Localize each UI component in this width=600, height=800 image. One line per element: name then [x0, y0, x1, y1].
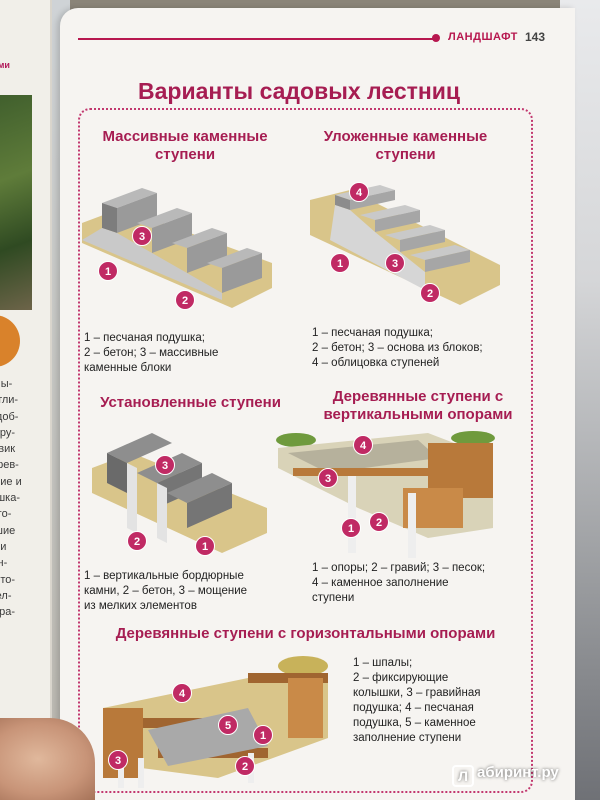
dotted-frame: [78, 108, 533, 793]
badge-2: 2: [175, 290, 195, 310]
badge-2: 2: [369, 512, 389, 532]
badge-4: 4: [172, 683, 192, 703]
page-number: 143: [525, 30, 546, 44]
badge-5: 5: [218, 715, 238, 735]
left-page: е адами замы- и отли- ь удоб- соору- гра…: [0, 0, 52, 800]
badge-1: 1: [195, 536, 215, 556]
garden-photo: [0, 95, 32, 310]
page-title: Варианты садовых лестниц: [138, 78, 461, 104]
illustration-horizontal-supports: [103, 656, 328, 788]
badge-1: 1: [341, 518, 361, 538]
thumb: [0, 718, 95, 800]
section-name: ЛАНДШАФТ: [448, 31, 518, 43]
section-title-installed: Установленные ступени: [100, 394, 281, 411]
book-page: ЛАНДШАФТ 143 Варианты садовых лестниц Ма…: [60, 8, 575, 800]
badge-3: 3: [385, 253, 405, 273]
badge-3: 3: [108, 750, 128, 770]
badge-4: 4: [353, 435, 373, 455]
badge-2: 2: [127, 531, 147, 551]
illustration-laid-steps: [310, 185, 500, 305]
tool-icon: [0, 315, 20, 367]
section-title-massive: Массивные каменные ступени: [102, 128, 268, 163]
badge-1: 1: [98, 261, 118, 281]
section-title-laid: Уложенные каменные ступени: [323, 128, 488, 163]
badge-3: 3: [132, 226, 152, 246]
illustration-vertical-supports: [276, 431, 495, 558]
legend-vertical-supports: 1 – опоры; 2 – гравий; 3 – песок; 4 – ка…: [312, 562, 486, 604]
header-rule: [78, 38, 438, 40]
section-title-horizontal-supports: Деревянные ступени с горизонтальными опо…: [115, 625, 496, 642]
watermark-logo-icon: Л: [452, 765, 474, 787]
badge-3: 3: [318, 468, 338, 488]
legend-horizontal-supports: 1 – шпалы; 2 – фиксирующие колышки, 3 – …: [353, 657, 481, 744]
legend-massive: 1 – песчаная подушка; 2 – бетон; 3 – мас…: [84, 332, 219, 374]
badge-4: 4: [349, 182, 369, 202]
legend-installed: 1 – вертикальные бордюрные камни, 2 – бе…: [84, 570, 248, 612]
illustration-installed-steps: [92, 433, 267, 553]
left-page-text: замы- и отли- ь удоб- соору- гравик ь бр…: [0, 378, 22, 619]
legend-laid: 1 – песчаная подушка; 2 – бетон; 3 – осн…: [312, 327, 483, 369]
badge-2: 2: [235, 756, 255, 776]
illustration-massive-steps: [82, 188, 272, 308]
left-page-heading: е адами: [0, 60, 10, 70]
badge-2: 2: [420, 283, 440, 303]
badge-3: 3: [155, 455, 175, 475]
section-title-vertical-supports: Деревянные ступени с вертикальными опора…: [323, 388, 513, 423]
watermark-text: абиринт.ру: [477, 764, 559, 781]
badge-1: 1: [253, 725, 273, 745]
header-dot: [432, 34, 440, 42]
badge-1: 1: [330, 253, 350, 273]
